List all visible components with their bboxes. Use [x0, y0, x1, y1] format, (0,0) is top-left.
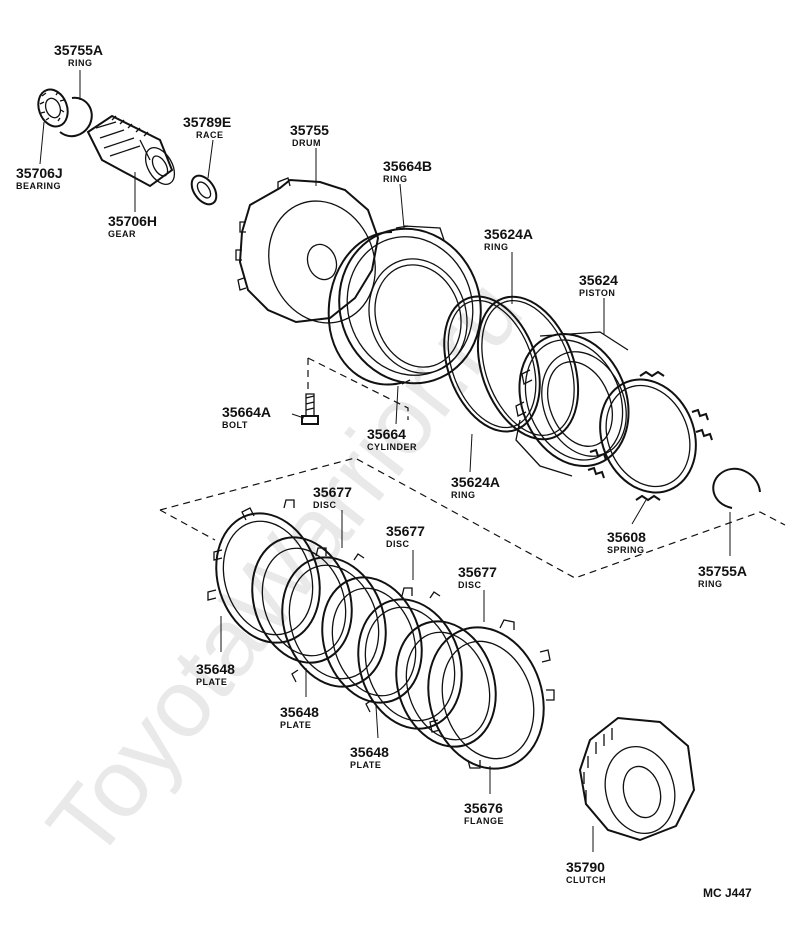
- part-name: DRUM: [292, 138, 321, 148]
- part-name: RING: [484, 242, 509, 252]
- part-label-gear: 35706H GEAR: [108, 213, 157, 239]
- part-name: RING: [68, 58, 93, 68]
- part-name: DISC: [386, 539, 410, 549]
- leader-lines: [39, 70, 731, 852]
- part-name: RING: [698, 579, 723, 589]
- spring-drawing: [587, 370, 713, 502]
- part-name: PLATE: [350, 760, 381, 770]
- part-number: 35664A: [222, 404, 271, 420]
- part-number: 35706H: [108, 213, 157, 229]
- drum-drawing: [235, 177, 380, 324]
- part-number: 35624: [579, 272, 618, 288]
- part-name: PLATE: [280, 720, 311, 730]
- part-label-ring-b: 35664B RING: [383, 158, 432, 184]
- part-number: 35755A: [698, 563, 747, 579]
- clutch-pack-drawing: [207, 499, 555, 770]
- snap-ring-top-drawing: [59, 96, 93, 138]
- part-name: GEAR: [108, 229, 136, 239]
- part-number: 35608: [607, 529, 646, 545]
- part-label-plate-1: 35648 PLATE: [196, 661, 235, 687]
- part-label-ring-top: 35755A RING: [54, 42, 103, 68]
- part-number: 35664B: [383, 158, 432, 174]
- part-number: 35624A: [451, 474, 500, 490]
- part-number: 35648: [196, 661, 235, 677]
- part-number: 35789E: [183, 114, 231, 130]
- part-name: RACE: [196, 130, 224, 140]
- part-number: 35755: [290, 122, 329, 138]
- part-name: RING: [451, 490, 476, 500]
- diagram-code: MC J447: [703, 886, 752, 900]
- part-label-cylinder: 35664 CYLINDER: [367, 426, 417, 452]
- part-number: 35676: [464, 800, 503, 816]
- part-name: PLATE: [196, 677, 227, 687]
- part-name: DISC: [458, 580, 482, 590]
- part-name: RING: [383, 174, 408, 184]
- gear-drawing: [86, 114, 176, 188]
- part-number: 35790: [566, 859, 605, 875]
- part-name: DISC: [313, 500, 337, 510]
- part-name: CYLINDER: [367, 442, 417, 452]
- part-label-clutch: 35790 CLUTCH: [566, 859, 606, 885]
- part-number: 35677: [386, 523, 425, 539]
- part-label-flange: 35676 FLANGE: [464, 800, 504, 826]
- part-number: 35648: [350, 744, 389, 760]
- part-label-bearing: 35706J BEARING: [16, 165, 63, 191]
- part-name: PISTON: [579, 288, 615, 298]
- part-number: 35677: [458, 564, 497, 580]
- part-label-drum: 35755 DRUM: [290, 122, 329, 148]
- part-label-plate-2: 35648 PLATE: [280, 704, 319, 730]
- part-label-ring-right: 35755A RING: [698, 563, 747, 589]
- bearing-drawing: [37, 88, 69, 128]
- part-label-race: 35789E RACE: [183, 114, 231, 140]
- bolt-drawing: [301, 393, 319, 425]
- assembly-guide-lines: [159, 357, 786, 579]
- part-name: BEARING: [16, 181, 61, 191]
- piston-drawing: [515, 331, 630, 477]
- part-name: BOLT: [222, 420, 248, 430]
- part-label-disc-2: 35677 DISC: [386, 523, 425, 549]
- part-name: FLANGE: [464, 816, 504, 826]
- race-drawing: [190, 174, 218, 206]
- part-label-ring-a-top: 35624A RING: [484, 226, 533, 252]
- part-number: 35677: [313, 484, 352, 500]
- part-name: SPRING: [607, 545, 645, 555]
- part-number: 35648: [280, 704, 319, 720]
- part-name: CLUTCH: [566, 875, 606, 885]
- part-label-disc-3: 35677 DISC: [458, 564, 497, 590]
- part-label-plate-3: 35648 PLATE: [350, 744, 389, 770]
- part-label-disc-1: 35677 DISC: [313, 484, 352, 510]
- snap-ring-right-drawing: [712, 467, 761, 509]
- part-label-ring-a-bottom: 35624A RING: [451, 474, 500, 500]
- part-label-bolt: 35664A BOLT: [222, 404, 271, 430]
- part-number: 35755A: [54, 42, 103, 58]
- part-number: 35706J: [16, 165, 63, 181]
- part-label-piston: 35624 PISTON: [579, 272, 618, 298]
- part-label-spring: 35608 SPRING: [607, 529, 646, 555]
- part-number: 35624A: [484, 226, 533, 242]
- clutch-hub-drawing: [578, 716, 696, 842]
- part-number: 35664: [367, 426, 406, 442]
